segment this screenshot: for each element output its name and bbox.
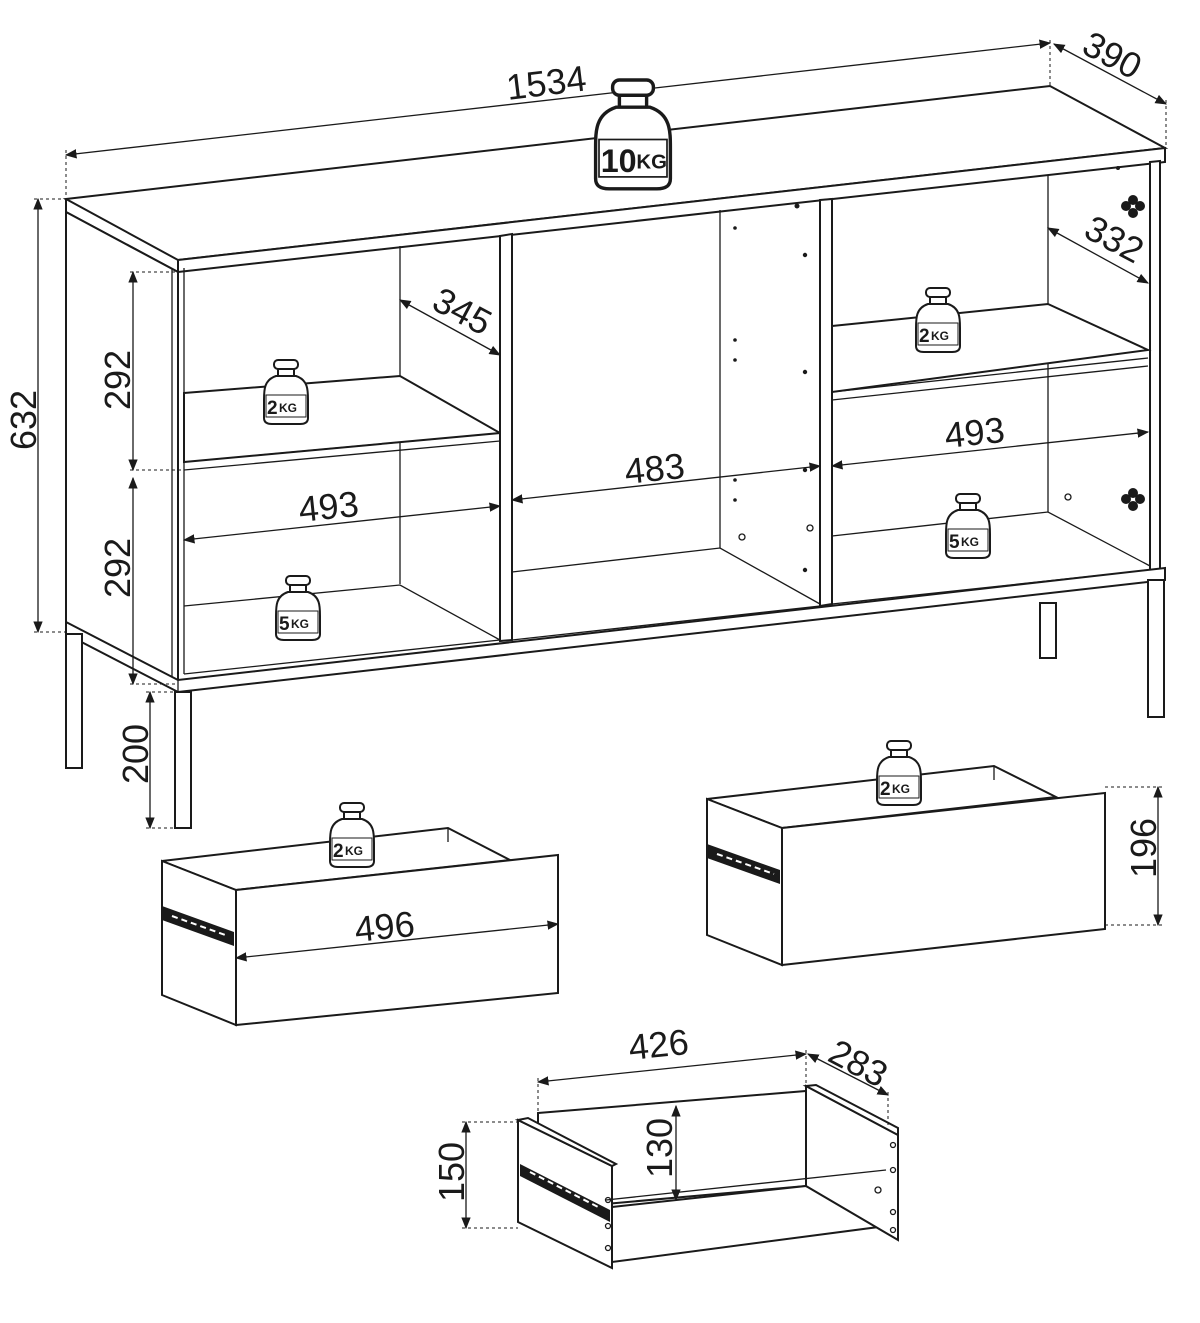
weight-unit: KG [291, 617, 309, 631]
drawer-box [514, 1083, 899, 1270]
dim-drawer-box-width: 426 [627, 1021, 691, 1068]
dim-compartment-width-right: 493 [943, 409, 1007, 456]
drawer-runner-icon [520, 1164, 610, 1222]
dim-compartment-height-lower: 292 [97, 538, 138, 598]
weight-unit: KG [892, 782, 910, 796]
drawer-runner-icon [707, 844, 780, 884]
dim-shelf-depth-left: 345 [426, 279, 498, 343]
weight-number: 2 [919, 326, 930, 347]
dim-depth: 390 [1076, 23, 1148, 87]
weight-number: 5 [279, 614, 290, 635]
sideboard-cabinet [62, 84, 1169, 829]
cabinet-right-side [1149, 159, 1161, 578]
weight-number: 5 [949, 532, 960, 553]
cabinet-top-front-edge [177, 146, 1166, 274]
dim-drawer-front-width: 496 [353, 903, 417, 950]
dim-overall-width: 1534 [504, 57, 588, 107]
center-compartment [511, 203, 821, 641]
left-compartment [183, 246, 504, 675]
weight-unit: KG [931, 329, 949, 343]
divider-right [819, 197, 833, 608]
weight-unit: KG [961, 535, 979, 549]
dim-compartment-width-left: 493 [297, 483, 361, 530]
weight-number: 2 [267, 398, 278, 419]
dim-drawer-box-height: 150 [431, 1142, 472, 1202]
dim-shelf-depth-right: 332 [1078, 207, 1150, 271]
dim-compartment-height-upper: 292 [97, 350, 138, 410]
weight-unit: KG [345, 844, 363, 858]
right-upper-shelf [831, 302, 1152, 394]
divider-left [499, 232, 513, 643]
weight-number: 10 [601, 143, 637, 179]
metal-legs [65, 579, 1165, 829]
weight-number: 2 [880, 779, 891, 800]
hinge-icon [1121, 488, 1145, 511]
dim-drawer-box-depth: 283 [822, 1031, 894, 1095]
weight-unit: KG [636, 151, 667, 173]
dim-drawer-front-height: 196 [1123, 818, 1164, 878]
weight-number: 2 [333, 841, 344, 862]
dim-compartment-width-center: 483 [623, 445, 687, 492]
dim-drawer-inner-height: 130 [639, 1118, 680, 1178]
left-upper-shelf [183, 374, 504, 464]
drawer-runner-icon [162, 906, 234, 946]
hinge-icon [1121, 195, 1145, 218]
weight-unit: KG [279, 401, 297, 415]
dim-leg-height: 200 [115, 724, 156, 784]
cabinet-left-side [65, 210, 179, 690]
base-frame [65, 566, 1166, 694]
dimension-lines [33, 39, 1168, 1230]
dim-height: 632 [3, 390, 44, 450]
